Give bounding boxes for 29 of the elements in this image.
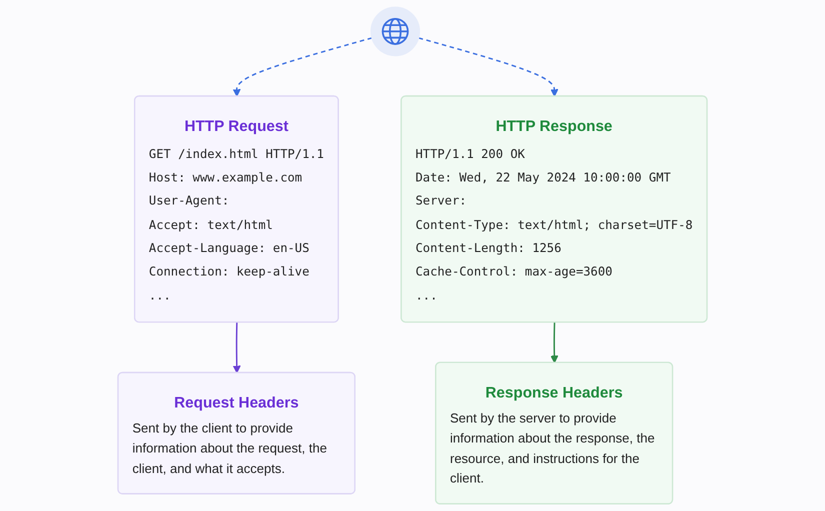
code-line: User-Agent: [148, 193, 230, 210]
box-heading: Response Headers [485, 384, 623, 402]
box-heading: Request Headers [174, 394, 299, 412]
code-line: GET /index.html HTTP/1.1 [148, 146, 324, 164]
code-line: Content-Length: 1256 [416, 240, 562, 258]
globe-circle [370, 6, 420, 56]
arrow [232, 322, 241, 374]
code-line: Cache-Control: max-age=3600 [416, 264, 614, 282]
box-heading: HTTP Response [496, 118, 612, 135]
code-line: HTTP/1.1 200 OK [416, 146, 526, 164]
message-box [134, 95, 339, 323]
code-line: Connection: keep-alive [148, 264, 310, 282]
code-line: ... [416, 288, 438, 305]
code-line: Date: Wed, 22 May 2024 10:00:00 GMT [416, 170, 672, 187]
code-line: ... [148, 288, 172, 305]
code-line: Accept-Language: en-US [148, 240, 310, 258]
code-line: Content-Type: text/html; charset=UTF-8 [416, 216, 693, 234]
description-text: Sent by the client to provide information about the request, the client, and what it accepts. [132, 420, 328, 478]
code-line: Host: www.example.com [148, 170, 304, 187]
code-line: Accept: text/html [148, 216, 274, 234]
message-box [400, 95, 708, 323]
description-box [435, 362, 674, 504]
dashed-arrow [232, 37, 372, 97]
box-heading: HTTP Request [184, 118, 288, 135]
description-box [117, 372, 356, 494]
description-text: Sent by the server to provide information about the response, the resource, and instructions for the client. [450, 410, 656, 488]
dashed-arrow [418, 37, 558, 97]
arrow [550, 322, 558, 364]
code-line: Server: [416, 193, 468, 210]
